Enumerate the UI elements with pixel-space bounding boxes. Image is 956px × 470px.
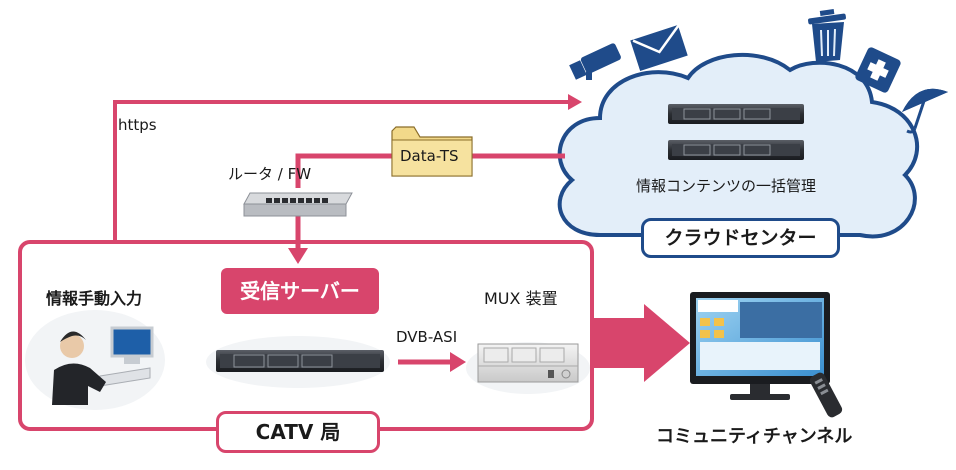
folder-icon: [391, 126, 473, 177]
first-aid-icon: [855, 47, 901, 93]
server-rack-icon: [668, 104, 804, 160]
https-label: https: [118, 116, 157, 134]
mux-device-icon: [466, 342, 590, 394]
catv-station-label: CATV 局: [216, 411, 380, 453]
community-channel-label: コミュニティチャンネル: [656, 426, 853, 447]
tv-monitor-icon: [690, 292, 830, 400]
cloud-center-label: クラウドセンター: [641, 218, 840, 258]
dvb-asi-arrow: [398, 352, 466, 372]
umbrella-icon: [902, 88, 948, 134]
router-label: ルータ / FW: [228, 165, 312, 183]
envelope-icon: [630, 20, 688, 71]
https-arrow: [113, 94, 582, 242]
trash-can-icon: [808, 9, 846, 62]
person-at-computer-icon: [25, 310, 165, 410]
cloud-mgmt-label: 情報コンテンツの一括管理: [636, 177, 817, 195]
mux-label: MUX 装置: [484, 289, 558, 308]
dvb-asi-label: DVB-ASI: [396, 328, 458, 346]
manual-input-label: 情報手動入力: [46, 289, 143, 308]
router-icon: [243, 192, 353, 217]
receiver-server-icon: [206, 336, 390, 388]
receiver-server-label: 受信サーバー: [221, 268, 379, 314]
remote-control-icon: [809, 372, 843, 418]
cctv-camera-icon: [569, 43, 621, 80]
data-ts-label: Data-TS: [400, 147, 459, 165]
broadcast-arrow: [594, 304, 690, 382]
